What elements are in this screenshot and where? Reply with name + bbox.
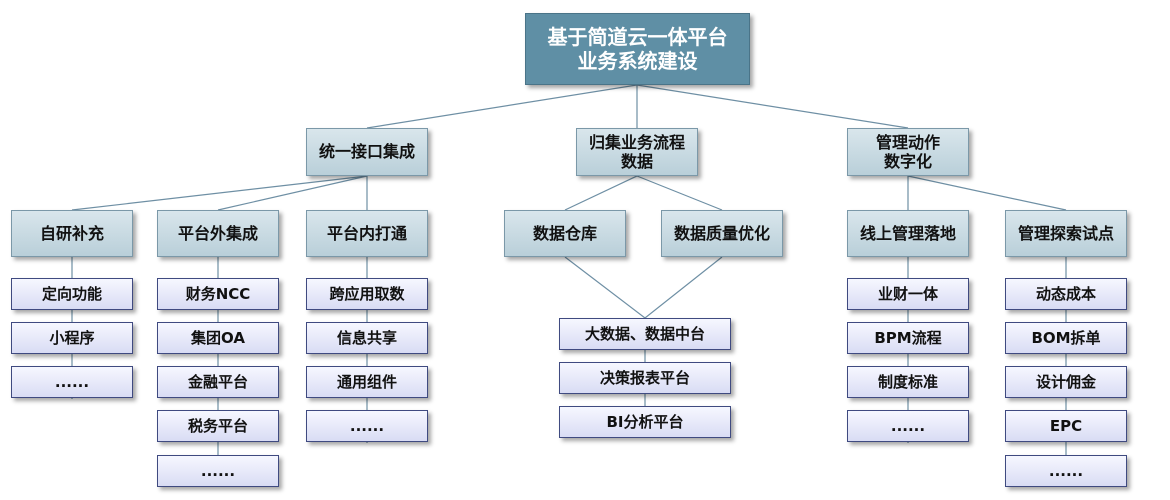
leaf-label: 决策报表平台: [599, 369, 690, 387]
leaf-group-oa: 集团OA: [157, 322, 279, 354]
leaf-bi-platform: BI分析平台: [559, 406, 731, 438]
connector-root-management: [636, 84, 909, 129]
leaf-common-components: 通用组件: [306, 366, 428, 398]
leaf-targeted-functions: 定向功能: [11, 278, 133, 310]
group-data-quality: 数据质量优化: [661, 210, 783, 257]
leaf-label: ......: [890, 417, 926, 435]
leaf-label: BPM流程: [874, 329, 942, 347]
leaf-finance-ncc: 财务NCC: [157, 278, 279, 310]
leaf-mini-program: 小程序: [11, 322, 133, 354]
root-title-line1: 基于简道云一体平台: [547, 25, 728, 49]
branch-unified-interface: 统一接口集成: [306, 128, 428, 176]
leaf-bpm-process: BPM流程: [847, 322, 969, 354]
branch-management-digitization: 管理动作 数字化: [847, 128, 969, 176]
group-external-integration-label: 平台外集成: [177, 223, 258, 243]
root-title-box: 基于简道云一体平台 业务系统建设: [525, 13, 750, 85]
leaf-label: 小程序: [49, 329, 95, 347]
leaf-cross-app-data: 跨应用取数: [306, 278, 428, 310]
branch-process-label-line2: 数据: [620, 152, 653, 171]
leaf-label: BOM拆单: [1031, 329, 1101, 347]
connector-process-warehouse: [564, 175, 638, 211]
group-management-pilot-label: 管理探索试点: [1017, 223, 1114, 243]
leaf-label: ......: [1048, 462, 1084, 480]
leaf-label: 集团OA: [191, 329, 245, 347]
leaf-label: 跨应用取数: [329, 285, 405, 303]
leaf-business-finance: 业财一体: [847, 278, 969, 310]
leaf-finance-platform: 金融平台: [157, 366, 279, 398]
leaf-label: 制度标准: [877, 373, 938, 391]
leaf-pilot-more: ......: [1005, 455, 1127, 487]
group-data-quality-label: 数据质量优化: [673, 223, 770, 243]
connector-interface-self: [71, 175, 368, 211]
leaf-label: 业财一体: [877, 285, 938, 303]
leaf-dynamic-cost: 动态成本: [1005, 278, 1127, 310]
leaf-decision-report-platform: 决策报表平台: [559, 362, 731, 394]
branch-management-label-line2: 数字化: [883, 152, 932, 171]
group-online-management: 线上管理落地: [847, 210, 969, 257]
branch-management-label-line1: 管理动作: [875, 132, 940, 152]
leaf-policy-standards: 制度标准: [847, 366, 969, 398]
connector-data-merge: [564, 256, 723, 319]
group-management-pilot: 管理探索试点: [1005, 210, 1127, 257]
group-self-developed: 自研补充: [11, 210, 133, 257]
group-self-developed-label: 自研补充: [39, 223, 104, 243]
group-data-warehouse: 数据仓库: [504, 210, 626, 257]
leaf-label: BI分析平台: [606, 413, 684, 431]
connector-management-pilot: [907, 175, 1067, 211]
leaf-label: 信息共享: [336, 329, 397, 347]
leaf-internal-more: ......: [306, 410, 428, 442]
branch-unified-interface-label: 统一接口集成: [318, 142, 415, 162]
connector-root-interface: [366, 84, 638, 129]
leaf-label: 税务平台: [187, 417, 248, 435]
leaf-label: 财务NCC: [185, 285, 251, 303]
group-internal-connection: 平台内打通: [306, 210, 428, 257]
branch-business-process-data: 归集业务流程 数据: [576, 128, 698, 176]
group-external-integration: 平台外集成: [157, 210, 279, 257]
leaf-online-more: ......: [847, 410, 969, 442]
leaf-label: 动态成本: [1035, 285, 1096, 303]
connector-process-quality: [636, 175, 723, 211]
leaf-design-commission: 设计佣金: [1005, 366, 1127, 398]
leaf-label: ......: [54, 373, 90, 391]
group-internal-connection-label: 平台内打通: [326, 223, 407, 243]
group-data-warehouse-label: 数据仓库: [532, 223, 597, 243]
leaf-bom-split: BOM拆单: [1005, 322, 1127, 354]
leaf-label: 定向功能: [41, 285, 102, 303]
branch-process-label-line1: 归集业务流程: [588, 132, 685, 152]
leaf-label: 金融平台: [187, 373, 248, 391]
leaf-label: 设计佣金: [1035, 373, 1096, 391]
leaf-label: ......: [349, 417, 385, 435]
leaf-label: EPC: [1049, 417, 1083, 435]
connector-interface-external: [217, 175, 368, 211]
leaf-label: ......: [200, 462, 236, 480]
group-online-management-label: 线上管理落地: [859, 223, 956, 243]
leaf-tax-platform: 税务平台: [157, 410, 279, 442]
leaf-info-sharing: 信息共享: [306, 322, 428, 354]
leaf-label: 通用组件: [336, 373, 397, 391]
leaf-external-more: ......: [157, 455, 279, 487]
leaf-big-data-platform: 大数据、数据中台: [559, 318, 731, 350]
leaf-epc: EPC: [1005, 410, 1127, 442]
leaf-label: 大数据、数据中台: [584, 325, 705, 343]
root-title-line2: 业务系统建设: [577, 49, 698, 73]
leaf-self-more: ......: [11, 366, 133, 398]
